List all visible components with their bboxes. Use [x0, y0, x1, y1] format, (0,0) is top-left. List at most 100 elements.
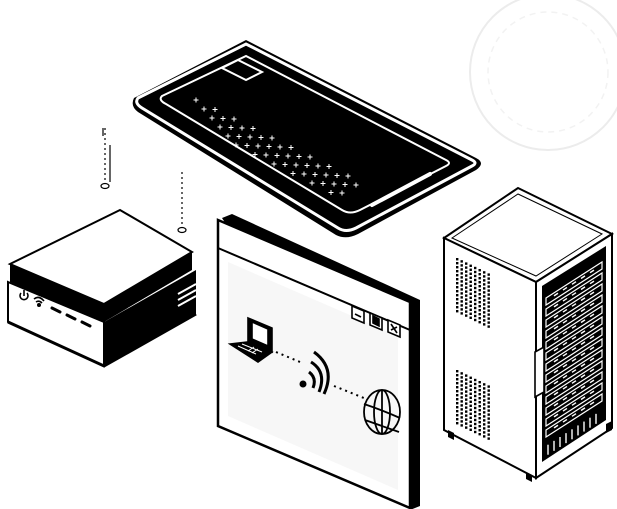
vent-hole [465, 374, 468, 377]
vent-hole [456, 394, 459, 397]
drive-slot [580, 352, 586, 357]
vent-hole [469, 420, 472, 423]
vent-hole [487, 397, 490, 400]
vent-hole [474, 290, 477, 294]
vent-hole [460, 312, 463, 315]
vent-hole [487, 433, 490, 436]
vent-hole [483, 287, 486, 290]
vent-hole [487, 409, 490, 412]
vent-hole [478, 405, 481, 408]
vent-hole [456, 402, 459, 405]
vent-hole [474, 390, 477, 394]
vent-hole [487, 301, 490, 304]
vent-hole [456, 382, 459, 385]
vent-hole [483, 319, 486, 322]
vent-hole [478, 317, 481, 320]
screen-sparkle [309, 180, 315, 186]
vent-hole [474, 406, 477, 410]
vent-hole [474, 282, 477, 286]
drive-slot [553, 358, 559, 363]
laptop-icon [227, 316, 274, 363]
vent-hole [460, 268, 463, 271]
screen-sparkle [307, 154, 313, 160]
vent-hole [487, 285, 490, 288]
vent-hole [469, 312, 472, 315]
screen-sparkle [217, 124, 223, 130]
drive-slot [562, 374, 568, 379]
drive-slot [553, 391, 559, 396]
screen-sparkle [239, 125, 245, 131]
vent-hole [465, 290, 468, 293]
drive-slot [589, 302, 595, 307]
vent-hole [478, 421, 481, 424]
drive-slot [553, 369, 559, 374]
vent-hole [460, 424, 463, 427]
screen-sparkle [290, 171, 296, 176]
screen-sparkle [231, 116, 237, 122]
drive-slot [553, 336, 559, 341]
vent-hole [483, 387, 486, 390]
vent-hole [460, 404, 463, 407]
vent-hole [465, 266, 468, 269]
vent-hole [478, 413, 481, 416]
vent-hole [474, 378, 477, 382]
vent-hole [483, 307, 486, 310]
vent-hole [460, 400, 463, 403]
vent-hole [460, 304, 463, 307]
drive-slot [580, 297, 586, 302]
vent-hole [465, 274, 468, 277]
drive-slot [589, 390, 595, 395]
vent-hole [487, 321, 490, 324]
vent-hole [460, 292, 463, 295]
vent-hole [478, 273, 481, 276]
screen-sparkle [301, 171, 307, 177]
vent-hole [456, 374, 459, 377]
vent-hole [487, 425, 490, 428]
drive-slot [553, 402, 559, 407]
vent-hole [469, 412, 472, 415]
vent-hole [483, 303, 486, 306]
vent-hole [456, 282, 459, 285]
drive-slot [553, 303, 559, 308]
vent-hole [469, 264, 472, 267]
vent-hole [465, 378, 468, 381]
vent-hole [474, 414, 477, 418]
drive-slot [571, 292, 577, 296]
vent-hole [483, 315, 486, 318]
drive-slot [589, 401, 595, 406]
drive-slot [571, 413, 577, 417]
vent-hole [456, 310, 459, 313]
background-circle [469, 0, 617, 151]
vent-hole [487, 437, 490, 440]
drive-slot [589, 357, 595, 362]
vent-hole [487, 297, 490, 300]
vent-hole [483, 323, 486, 326]
vent-hole [469, 280, 472, 283]
server-rack-icon [441, 186, 615, 482]
drive-slot [553, 325, 559, 330]
drive-slot [553, 347, 559, 352]
drive-slot [571, 358, 577, 362]
vent-hole [465, 278, 468, 281]
drive-slot [589, 269, 595, 274]
vent-hole [483, 391, 486, 394]
router-icon [7, 208, 197, 368]
vent-hole [469, 400, 472, 403]
vent-hole [456, 278, 459, 281]
vent-hole [474, 314, 477, 318]
vent-hole [487, 317, 490, 320]
drive-slot [580, 319, 586, 324]
vent-hole [478, 381, 481, 384]
vent-hole [469, 416, 472, 419]
vent-hole [474, 410, 477, 414]
drive-slot [562, 330, 568, 335]
vent-hole [487, 293, 490, 296]
vent-hole [456, 378, 459, 381]
vent-hole [469, 376, 472, 379]
vent-hole [465, 310, 468, 313]
vent-hole [483, 295, 486, 298]
vent-hole [474, 430, 477, 434]
drive-slot [562, 297, 568, 302]
drive-slot [571, 347, 577, 351]
